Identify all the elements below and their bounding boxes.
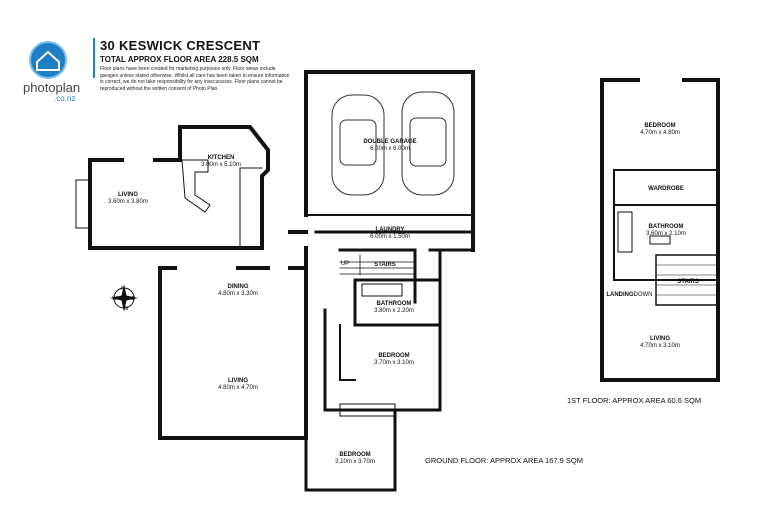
brand-name: photoplan [23, 80, 80, 95]
first-floor-area: 1ST FLOOR: APPROX AREA 60.6 SQM [567, 396, 701, 405]
compass-west: W [112, 296, 117, 302]
disclaimer-text: Floor plans have been created for market… [100, 66, 290, 92]
stairs-up-label: UP [341, 261, 349, 267]
laundry-label: LAUNDRY [375, 227, 404, 233]
ff-bedroom-label: BEDROOM [644, 123, 675, 129]
bathroom-label: BATHROOM [377, 301, 412, 307]
living1-label: LIVING [118, 192, 138, 198]
bedroom1-dims: 3.70m x 3.10m [374, 360, 414, 366]
page-title: 30 KESWICK CRESCENT [100, 38, 261, 53]
garage-walls [304, 70, 475, 234]
ff-living-label: LIVING [650, 336, 670, 342]
kitchen-walls [178, 125, 270, 250]
bedroom2-label: BEDROOM [339, 452, 370, 458]
kitchen-label: KITCHEN [208, 155, 235, 161]
bedroom2-dims: 3.10m x 3.70m [335, 459, 375, 465]
stairs-down-label: DOWN [634, 292, 653, 298]
compass-south: S [125, 306, 129, 312]
bedroom2-walls [304, 408, 397, 492]
dining-label: DINING [228, 284, 249, 290]
dining-dims: 4.80m x 3.30m [218, 291, 258, 297]
living2-dims: 4.80m x 4.70m [218, 385, 258, 391]
ff-bedroom-dims: 4.70m x 4.80m [640, 130, 680, 136]
kitchen-dims: 3.00m x 5.10m [201, 162, 241, 168]
ff-bathroom-dims: 3.60m x 2.10m [646, 231, 686, 237]
header-divider [93, 38, 95, 78]
ff-bathroom-label: BATHROOM [649, 224, 684, 230]
ff-stairs-label: STAIRS [677, 279, 699, 285]
wardrobe-label: WARDROBE [648, 186, 684, 192]
laundry-dims: 6.00m x 1.50m [370, 234, 410, 240]
compass-north: N [121, 286, 125, 292]
ff-living-dims: 4.70m x 3.10m [640, 343, 680, 349]
compass-icon: N E S W [110, 284, 138, 312]
garage-dims: 6.00m x 6.00m [370, 146, 410, 152]
living2-label: LIVING [228, 378, 248, 384]
brand-domain: .co.nz [54, 94, 75, 103]
bedroom1-label: BEDROOM [378, 353, 409, 359]
house-logo-icon: photoplan .co.nz [23, 41, 80, 103]
bedroom1-walls [323, 308, 442, 412]
total-area: TOTAL APPROX FLOOR AREA 228.5 SQM [100, 55, 259, 64]
compass-east: E [132, 296, 136, 302]
ground-floor-area: GROUND FLOOR: APPROX AREA 167.9 SQM [425, 456, 583, 465]
photoplan-logo: photoplan .co.nz [22, 40, 92, 110]
ground-stairs-label: STAIRS [374, 262, 396, 268]
car-icon [331, 91, 455, 196]
living1-walls [88, 158, 242, 250]
bathroom-walls [353, 278, 442, 327]
garage-label: DOUBLE GARAGE [363, 139, 416, 145]
landing-label: LANDING [606, 292, 634, 298]
bathroom-dims: 3.80m x 2.20m [374, 308, 414, 314]
living1-dims: 3.60m x 3.80m [108, 199, 148, 205]
